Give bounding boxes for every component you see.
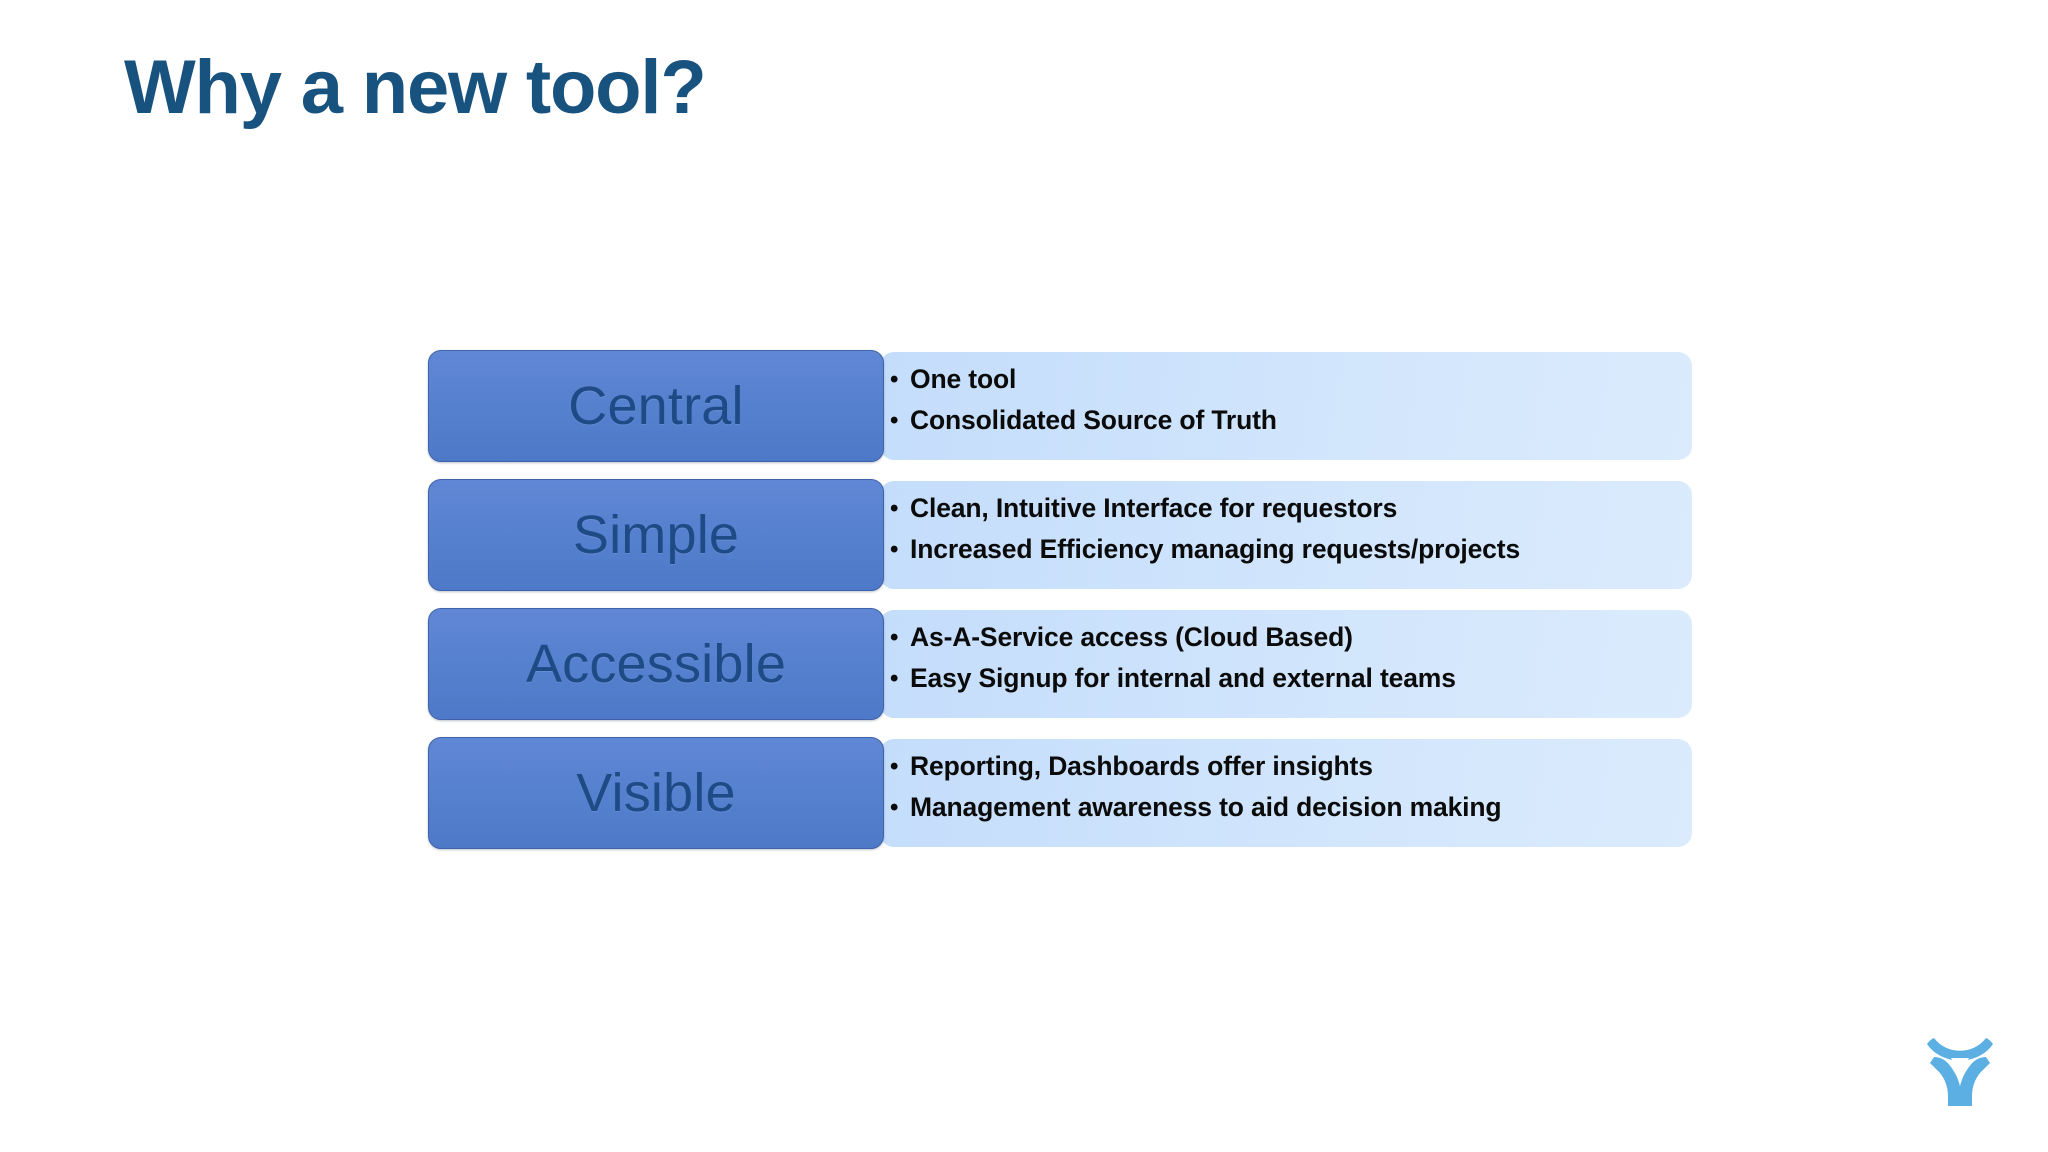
bullet-item: • As-A-Service access (Cloud Based) <box>890 624 1692 651</box>
bullet-item: • Consolidated Source of Truth <box>890 407 1692 434</box>
pillar-label-text: Simple <box>572 505 740 565</box>
pillar-description-panel: • As-A-Service access (Cloud Based) • Ea… <box>880 610 1692 718</box>
bullet-dot-icon: • <box>890 624 899 651</box>
bullet-text: Increased Efficiency managing requests/p… <box>910 534 1521 564</box>
pillar-label-visible: Visible <box>428 737 884 849</box>
bullet-text: One tool <box>910 364 1017 394</box>
pillar-row: • Clean, Intuitive Interface for request… <box>428 479 1696 591</box>
bullet-text: Clean, Intuitive Interface for requestor… <box>910 493 1398 523</box>
company-logo-icon <box>1918 1032 2002 1112</box>
bullet-text: Reporting, Dashboards offer insights <box>910 751 1373 781</box>
bullet-item: • Reporting, Dashboards offer insights <box>890 753 1692 780</box>
bullet-dot-icon: • <box>890 665 899 692</box>
bullet-dot-icon: • <box>890 536 899 563</box>
pillar-label-central: Central <box>428 350 884 462</box>
bullet-dot-icon: • <box>890 794 899 821</box>
pillar-description-panel: • One tool • Consolidated Source of Trut… <box>880 352 1692 460</box>
bullet-item: • Easy Signup for internal and external … <box>890 665 1692 692</box>
bullet-text: As-A-Service access (Cloud Based) <box>910 622 1353 652</box>
pillar-description-panel: • Reporting, Dashboards offer insights •… <box>880 739 1692 847</box>
bullet-item: • Management awareness to aid decision m… <box>890 794 1692 821</box>
bullet-dot-icon: • <box>890 495 899 522</box>
pillar-label-text: Accessible <box>525 634 787 694</box>
pillar-row: • As-A-Service access (Cloud Based) • Ea… <box>428 608 1696 720</box>
bullet-text: Management awareness to aid decision mak… <box>910 792 1502 822</box>
page-title: Why a new tool? <box>124 45 707 130</box>
pillar-label-simple: Simple <box>428 479 884 591</box>
bullet-item: • Increased Efficiency managing requests… <box>890 536 1692 563</box>
bullet-text: Easy Signup for internal and external te… <box>910 663 1456 693</box>
bullet-dot-icon: • <box>890 366 899 393</box>
bullet-item: • Clean, Intuitive Interface for request… <box>890 495 1692 522</box>
pillar-label-text: Central <box>568 376 744 436</box>
pillar-row: • One tool • Consolidated Source of Trut… <box>428 350 1696 462</box>
pillars-list: • One tool • Consolidated Source of Trut… <box>428 350 1696 849</box>
bullet-item: • One tool <box>890 366 1692 393</box>
bullet-dot-icon: • <box>890 407 899 434</box>
bullet-dot-icon: • <box>890 753 899 780</box>
pillar-label-text: Visible <box>576 763 736 823</box>
pillar-label-accessible: Accessible <box>428 608 884 720</box>
pillar-description-panel: • Clean, Intuitive Interface for request… <box>880 481 1692 589</box>
pillar-row: • Reporting, Dashboards offer insights •… <box>428 737 1696 849</box>
bullet-text: Consolidated Source of Truth <box>910 405 1277 435</box>
